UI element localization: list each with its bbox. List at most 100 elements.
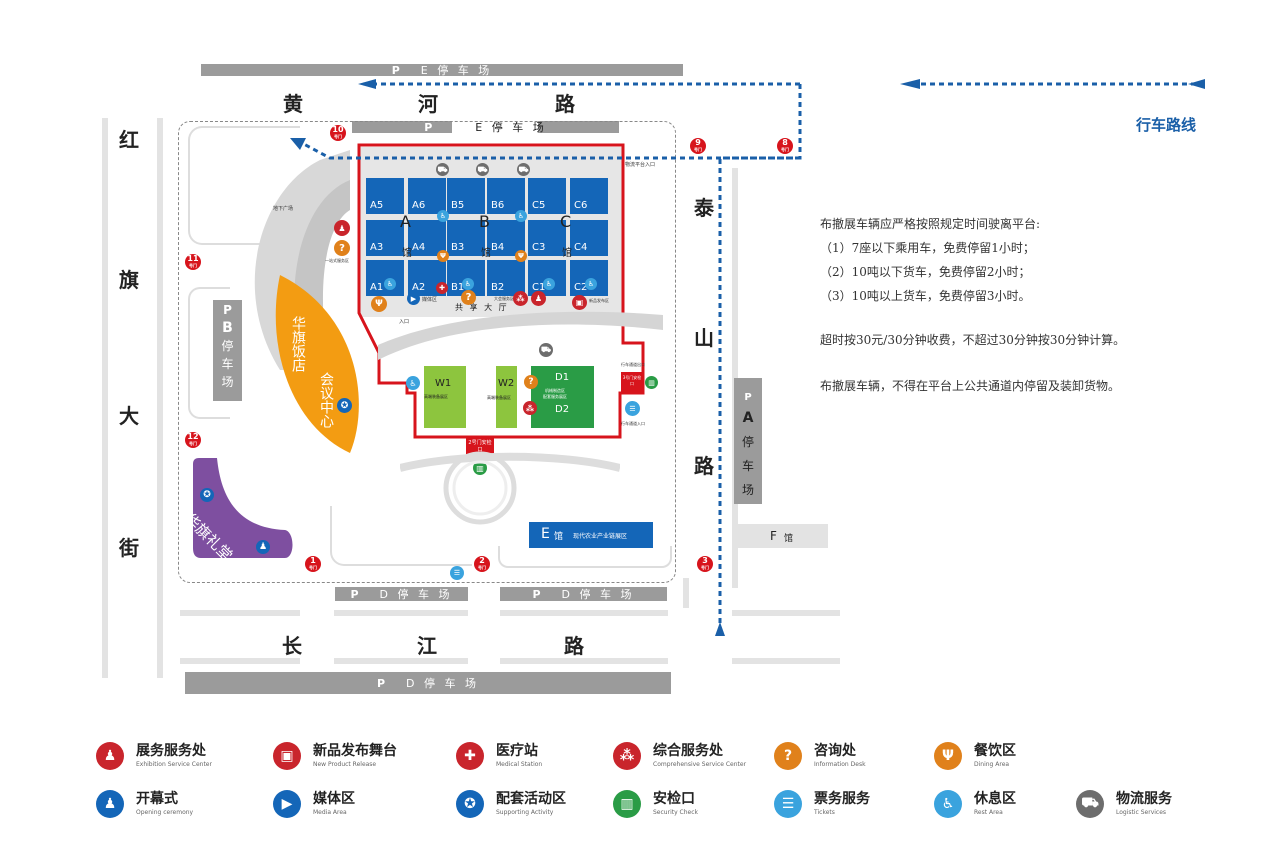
hall-e-suffix: 馆 [554, 532, 564, 542]
circles-icon[interactable]: ⁂ [513, 291, 528, 306]
star-badge-icon[interactable]: ✪ [337, 398, 352, 413]
seat-icon[interactable]: ♿ [384, 278, 396, 290]
south-inner-path [330, 506, 472, 566]
hall-cell-b5[interactable]: B5 [447, 178, 485, 214]
hall-cell-a3[interactable]: A3 [366, 220, 404, 256]
question-icon[interactable]: ? [524, 375, 538, 389]
e-parking-inner-label: E 停 车 场 [475, 121, 547, 134]
question-icon[interactable]: ? [461, 290, 476, 305]
rules-heading: 布撤展车辆应严格按照规定时间驶离平台: [820, 217, 1041, 231]
hall-cell-c6[interactable]: C6 [570, 178, 608, 214]
hall-cell-b6[interactable]: B6 [487, 178, 525, 214]
logistics-entry-label: 物流平台入口 [625, 162, 656, 168]
route-title: 行车路线 [1136, 116, 1197, 134]
east-road-char-3: 路 [694, 454, 714, 478]
camera-icon[interactable]: ▶ [407, 292, 420, 305]
truck-icon[interactable]: ⛟ [436, 163, 449, 176]
medical-kit-icon[interactable]: ✚ [436, 282, 448, 294]
people-desk-icon[interactable]: ♟ [334, 220, 350, 236]
a-parking-p: P [744, 392, 752, 403]
truck-icon[interactable]: ⛟ [476, 163, 489, 176]
hall-cell-c5[interactable]: C5 [528, 178, 566, 214]
security-gate-icon[interactable]: ▥ [645, 376, 658, 389]
circles-icon: ⁂ [613, 742, 641, 770]
hall-f[interactable]: F 馆 [734, 524, 828, 548]
seat-icon[interactable]: ♿ [406, 376, 420, 390]
question-icon: ? [774, 742, 802, 770]
people-desk-icon: ♟ [96, 742, 124, 770]
question-icon[interactable]: ? [334, 240, 350, 256]
hotel-name: 华旗饭店 [290, 316, 306, 372]
seat-icon[interactable]: ♿ [515, 210, 527, 222]
hall-cell-b3[interactable]: B3 [447, 220, 485, 256]
d-parking-left-label: D 停 车 场 [379, 588, 453, 601]
hall-d[interactable]: D1 机械制造区 配套服务展区 D2 [531, 366, 594, 428]
hall-cell-a1[interactable]: A1 [366, 260, 404, 296]
hall-cell-c4[interactable]: C4 [570, 220, 608, 256]
fork-knife-icon[interactable]: Ψ [515, 250, 527, 262]
entrance-label: 入口 [399, 319, 410, 325]
ticket-icon: ☰ [774, 790, 802, 818]
hall-e[interactable]: E 馆 现代农业产业链展区 [529, 522, 653, 548]
venue-map: P E 停 车 场 黄 河 路 P E 停 车 场 红 旗 大 街 P B 停 … [102, 64, 1205, 694]
main-building-outline[interactable] [355, 143, 660, 443]
hall-cell-a6[interactable]: A6 [408, 178, 446, 214]
north-road-char-3: 路 [555, 92, 575, 116]
west-inner-path [188, 126, 300, 245]
person-icon[interactable]: ♟ [256, 540, 270, 554]
underground-plaza-label: 地下广场 [273, 206, 294, 212]
south-road-line-2 [500, 658, 668, 664]
a-parking: P A 停 车 场 [734, 378, 762, 504]
security-gate-icon[interactable]: ▥ [473, 461, 487, 475]
hall-f-suffix: 馆 [784, 534, 794, 544]
south-road-line [500, 610, 668, 616]
parking-p-label-d1: P [350, 587, 362, 601]
hall-e-sub: 现代农业产业链展区 [573, 533, 628, 540]
seat-icon[interactable]: ♿ [543, 278, 555, 290]
south-road-line-2 [180, 658, 300, 664]
south-road-line-2 [334, 658, 468, 664]
auditorium-shape [193, 458, 293, 558]
hall-cell-a5[interactable]: A5 [366, 178, 404, 214]
rules-notice: 布撤展车辆，不得在平台上公共通道内停留及装卸货物。 [820, 379, 1121, 393]
hall-w2-label: W2 [498, 378, 515, 389]
b-parking-p: P [223, 303, 232, 317]
circles-icon[interactable]: ⁂ [523, 401, 537, 415]
hall-w1[interactable]: W1 高端装备展区 [424, 366, 466, 428]
people-desk-icon[interactable]: ♟ [531, 291, 546, 306]
truck-icon[interactable]: ⛟ [539, 343, 553, 357]
hall-d1-label: D1 [555, 372, 570, 383]
ticket-icon[interactable]: ☰ [450, 566, 464, 580]
hall-cell-c3[interactable]: C3 [528, 220, 566, 256]
truck-icon[interactable]: ⛟ [517, 163, 530, 176]
ticket-icon[interactable]: ☰ [625, 401, 640, 416]
south-road-line [732, 610, 840, 616]
seat-icon[interactable]: ♿ [462, 278, 474, 290]
star-badge-icon[interactable]: ✪ [200, 488, 214, 502]
rules-item-2: （2）10吨以下货车，免费停留2小时； [820, 265, 1031, 279]
d-parking-bottom-label: D 停 车 场 [406, 677, 480, 690]
gate3-security[interactable]: 3号门安检口 [621, 372, 643, 394]
hall-b-letter: B [479, 212, 490, 231]
west-road-char-1: 红 [119, 128, 139, 152]
south-road-char-2: 江 [417, 634, 437, 658]
hall-cell-b2[interactable]: B2 [487, 260, 525, 296]
north-road-char-2: 河 [418, 92, 438, 116]
seat-icon[interactable]: ♿ [585, 278, 597, 290]
security-gate-icon: ▥ [613, 790, 641, 818]
podium-icon[interactable]: ▣ [572, 295, 587, 310]
fork-knife-icon[interactable]: Ψ [437, 250, 449, 262]
west-road-char-4: 街 [119, 536, 139, 560]
fork-knife-icon[interactable]: Ψ [371, 296, 387, 312]
rules-overtime: 超时按30元/30分钟收费，不超过30分钟按30分钟计算。 [820, 333, 1126, 347]
hall-w2[interactable]: W2 [496, 366, 517, 428]
seat-icon[interactable]: ♿ [437, 210, 449, 222]
